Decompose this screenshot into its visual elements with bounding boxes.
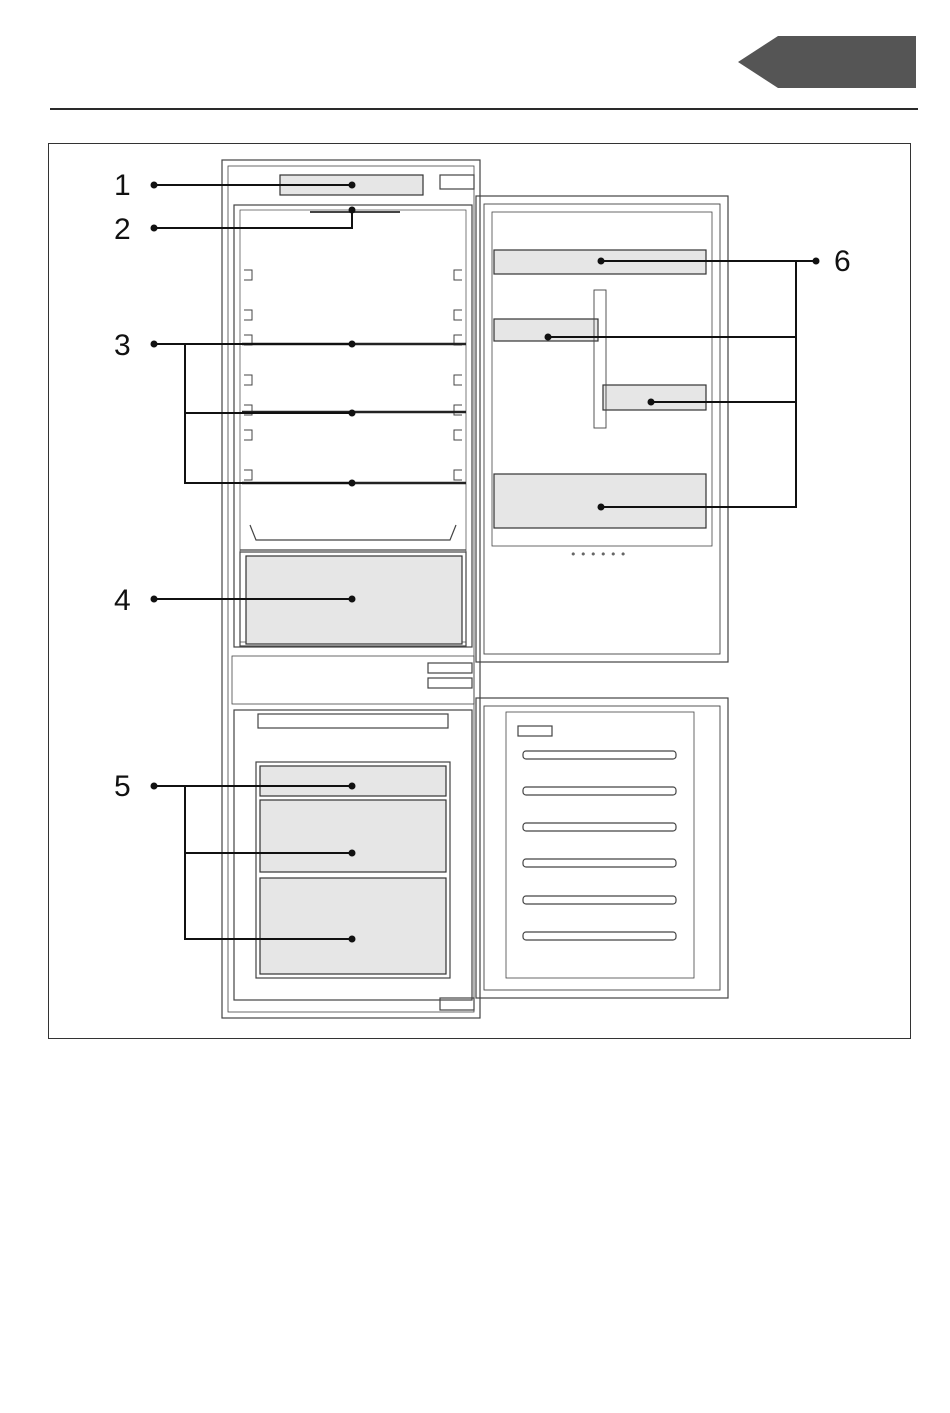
freezer-drawer-2 (260, 800, 446, 872)
fridge-door: • • • • • • (476, 196, 728, 662)
callout-1: 1 (114, 169, 131, 202)
callout-2: 2 (114, 213, 131, 246)
freezer-drawer-1 (260, 766, 446, 796)
svg-text:• • • • • •: • • • • • • (570, 548, 626, 561)
callout-5: 5 (114, 770, 131, 803)
callout-4: 4 (114, 584, 131, 617)
freezer-drawer-3 (260, 878, 446, 974)
callout-6: 6 (834, 245, 851, 278)
door-balcony-3 (603, 385, 706, 410)
door-balcony-4 (494, 474, 706, 528)
freezer-door (476, 698, 728, 998)
callout-3: 3 (114, 329, 131, 362)
fridge-cabinet (222, 160, 480, 1018)
